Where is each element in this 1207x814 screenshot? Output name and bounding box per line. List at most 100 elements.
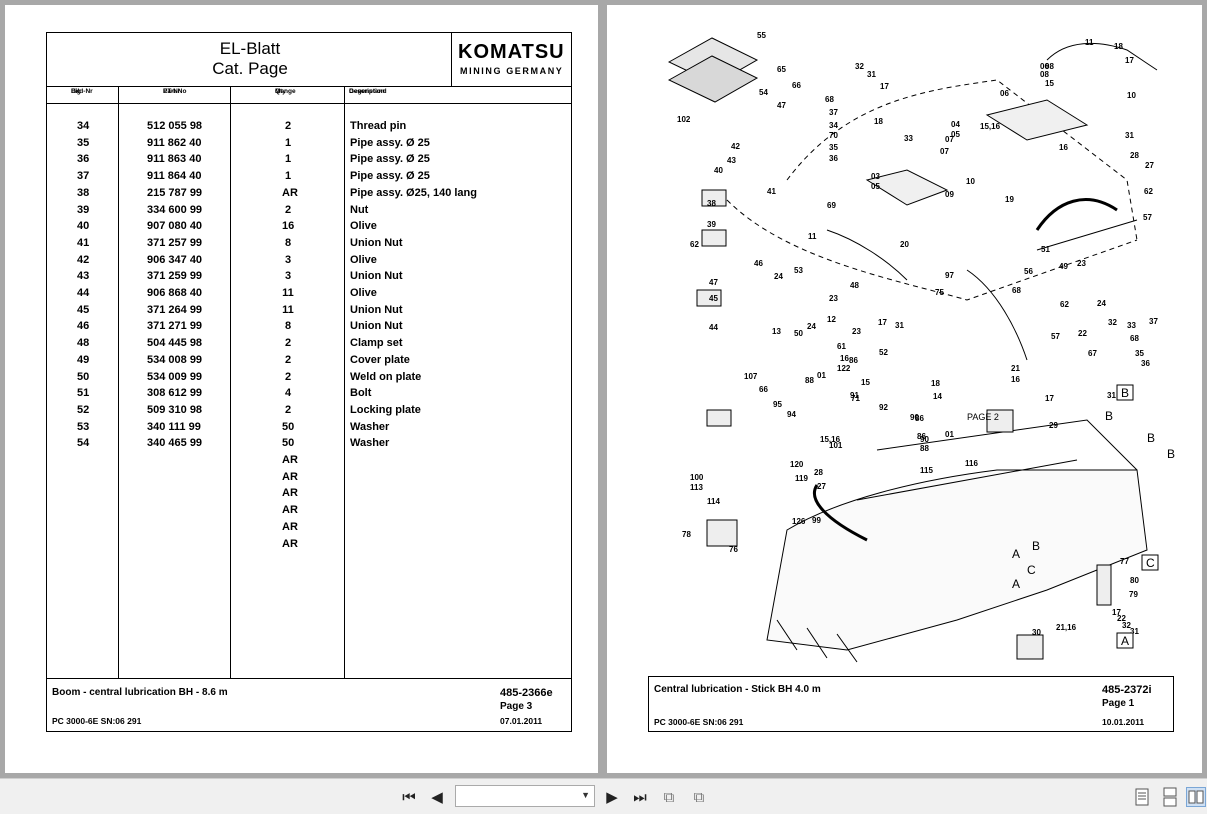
- callout-number: 37: [1149, 317, 1158, 326]
- callout-number: 35: [829, 143, 838, 152]
- callout-number: 22: [1078, 329, 1087, 338]
- callout-number: 71: [851, 394, 860, 403]
- callout-number: 24: [807, 322, 816, 331]
- cell-desc: Olive: [350, 253, 377, 266]
- callout-number: 102: [677, 115, 691, 124]
- table-row: AR: [47, 521, 571, 537]
- callout-number: 65: [777, 65, 786, 74]
- callout-number: 42: [731, 142, 740, 151]
- cell-part: 911 862 40: [147, 136, 202, 149]
- cell-fig: 52: [77, 403, 90, 416]
- footer-model: PC 3000-6E SN:06 291: [654, 717, 744, 727]
- cell-qty: AR: [282, 470, 298, 483]
- cell-part: 906 868 40: [147, 287, 203, 299]
- callout-number: 66: [792, 81, 801, 90]
- callout-number: 16: [1059, 143, 1068, 152]
- callout-number: 40: [714, 166, 723, 175]
- prev-page-icon[interactable]: ◀: [431, 788, 443, 806]
- callout-number: 06: [1000, 89, 1009, 98]
- footer-date: 07.01.2011: [500, 716, 543, 726]
- callout-number: 61: [837, 342, 846, 351]
- callout-number: 17: [1112, 608, 1121, 617]
- cell-fig: 48: [77, 337, 90, 350]
- callout-letter-c2: C: [1027, 563, 1036, 577]
- cell-desc: Pipe assy. Ø 25: [350, 170, 430, 183]
- cell-qty: 8: [284, 320, 292, 333]
- first-page-icon[interactable]: ⏮: [402, 788, 416, 806]
- callout-number: 119: [795, 474, 808, 483]
- next-page-icon[interactable]: ▶: [606, 788, 618, 806]
- callout-letter-b3: B: [1147, 431, 1155, 445]
- callout-number: 75: [935, 288, 944, 297]
- callout-number: 33: [904, 134, 913, 143]
- callout-number: 68: [1130, 334, 1139, 343]
- cell-fig: 36: [77, 153, 90, 166]
- cell-qty: 11: [282, 303, 294, 316]
- cell-fig: 35: [77, 136, 90, 149]
- callout-number: 37: [829, 108, 838, 117]
- callout-number: 27: [1145, 161, 1154, 170]
- callout-number: 30: [1032, 628, 1041, 637]
- cell-part: 371 257 99: [147, 236, 203, 249]
- callout-letter-a: A: [1121, 634, 1129, 648]
- callout-number: 68: [1012, 286, 1021, 295]
- callout-number: 10: [1127, 91, 1136, 100]
- table-row: AR: [47, 471, 571, 487]
- back-view-icon[interactable]: ⧉: [663, 788, 675, 806]
- callout-number: 62: [1060, 300, 1069, 309]
- callout-number: 34: [829, 121, 838, 130]
- continuous-icon[interactable]: [1160, 787, 1180, 807]
- cell-desc: Weld on plate: [350, 370, 422, 383]
- cell-qty: 2: [284, 120, 292, 132]
- cell-part: 334 600 99: [147, 203, 203, 216]
- cell-fig: 37: [77, 170, 90, 183]
- cell-qty: AR: [282, 186, 298, 199]
- cell-qty: 11: [282, 287, 294, 299]
- cell-qty: 50: [282, 420, 295, 433]
- cell-fig: 49: [77, 353, 90, 366]
- callout-number: 27: [817, 482, 826, 491]
- page-2-label: PAGE 2: [967, 412, 999, 422]
- cell-desc: Bolt: [350, 387, 372, 400]
- callout-number: 23: [1077, 259, 1086, 268]
- callout-number: 17: [1045, 394, 1054, 403]
- single-page-icon[interactable]: [1132, 787, 1152, 807]
- callout-number: 07: [945, 135, 954, 144]
- callout-number: 41: [767, 187, 776, 196]
- callout-number: 86: [917, 432, 926, 441]
- two-page-icon[interactable]: [1186, 787, 1206, 807]
- cell-fig: 54: [77, 437, 90, 450]
- last-page-icon[interactable]: ⏭: [633, 788, 647, 806]
- callout-number: 17: [878, 318, 887, 327]
- callout-number: 78: [682, 530, 691, 539]
- callout-number: 67: [1088, 349, 1097, 358]
- callout-number: 76: [729, 545, 738, 554]
- callout-number: 17: [880, 82, 889, 91]
- cell-part: 340 111 99: [147, 420, 201, 433]
- callout-number: 68: [825, 95, 834, 104]
- callout-number: 97: [945, 271, 954, 280]
- callout-number: 17: [1125, 56, 1134, 65]
- callout-number: 24: [774, 272, 783, 281]
- cell-part: 911 863 40: [147, 153, 202, 166]
- cell-qty: 1: [284, 170, 292, 183]
- callout-letter-b4: B: [1167, 447, 1175, 461]
- page-select[interactable]: ▼: [455, 785, 595, 807]
- cell-qty: 2: [284, 337, 292, 350]
- callout-number: 90: [910, 413, 919, 422]
- forward-view-icon[interactable]: ⧉: [693, 788, 705, 806]
- cell-desc: Thread pin: [350, 120, 407, 132]
- callout-number: 08: [1040, 70, 1049, 79]
- table-row: AR: [47, 487, 571, 503]
